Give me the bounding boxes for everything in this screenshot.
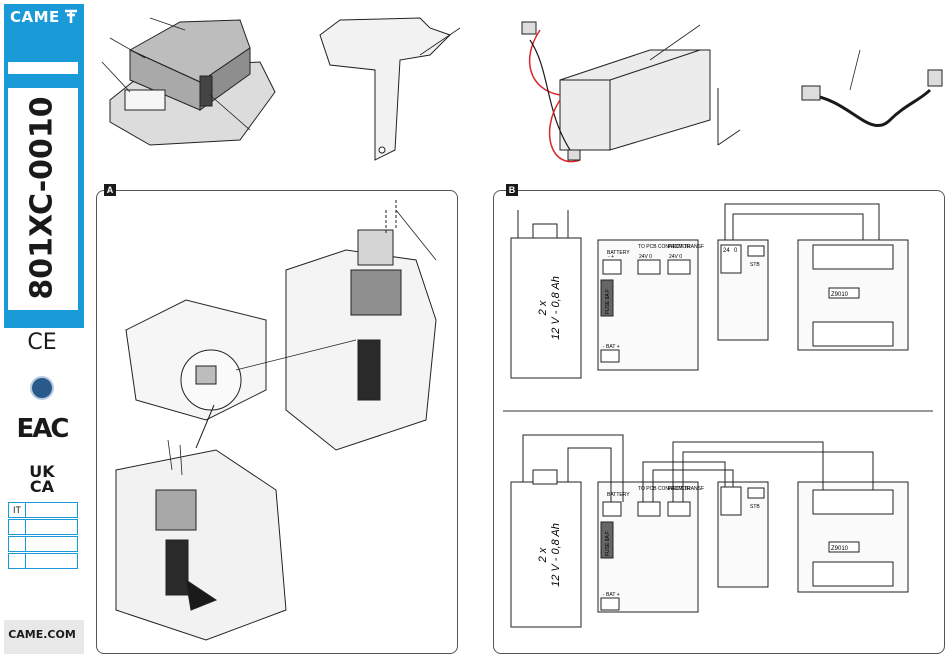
- mounting-bracket-illustration: [320, 18, 460, 160]
- fuse-label: FUSE 8A F: [605, 289, 611, 314]
- language-code: IT: [8, 502, 26, 518]
- bat-label: - BAT +: [603, 592, 620, 598]
- language-code: [8, 519, 26, 535]
- sidebar: CAME 801XC-0010 CE EAC UK CA IT CAME.COM: [0, 0, 84, 660]
- battery-label-line2: 12 V - 0,8 Ah: [550, 523, 562, 587]
- came-logo: CAME: [4, 4, 84, 28]
- components-illustration: [90, 0, 950, 180]
- came-logo-mark-icon: [62, 6, 80, 26]
- cable-illustration: [802, 50, 942, 126]
- ukca-mark: UK CA: [29, 464, 54, 494]
- battery-pack-illustration: [522, 22, 710, 162]
- wiring-diagram-bottom: [511, 435, 908, 627]
- ukca-line2: CA: [29, 479, 54, 494]
- logo-text: CAME: [10, 8, 60, 26]
- transf-terminals: 24V 0: [669, 254, 682, 260]
- product-code: 801XC-0010: [25, 96, 60, 299]
- panel-b-diagram: 2 x 12 V - 0,8 Ah BATTERY TO PCB CONNECT…: [493, 190, 943, 652]
- language-row: [8, 553, 78, 569]
- ce-mark: CE: [27, 330, 56, 355]
- axis-arrows: [718, 88, 740, 145]
- language-code: [8, 536, 26, 552]
- sidebar-white-strip: [8, 62, 78, 74]
- pcb-terminals: 24V 0: [639, 254, 652, 260]
- language-code: [8, 553, 26, 569]
- charger-module-illustration: [110, 20, 275, 145]
- language-row: [8, 519, 78, 535]
- battery-header: BATTERY: [607, 492, 630, 498]
- certification-seal-icon: [30, 376, 54, 400]
- wiring-diagram-top: [511, 204, 908, 378]
- language-row: IT: [8, 502, 78, 518]
- chip-label: Z9010: [831, 546, 849, 552]
- from-transf-header: FROM TRANSF: [668, 244, 704, 250]
- website-label: CAME.COM: [8, 628, 76, 641]
- battery-label-line1: 2 x: [537, 300, 549, 316]
- battery-label-line1: 2 x: [537, 547, 549, 563]
- battery-label-line2: 12 V - 0,8 Ah: [550, 276, 562, 340]
- language-row: [8, 536, 78, 552]
- from-transf-header: FROM TRANSF: [668, 486, 704, 492]
- stb-label: STB: [750, 262, 760, 268]
- bat-label: - BAT +: [603, 344, 620, 350]
- language-table: IT: [8, 502, 78, 570]
- eac-mark: EAC: [17, 414, 68, 444]
- terminal-24-label: 24: [723, 248, 730, 254]
- stb-label: STB: [750, 504, 760, 510]
- panel-a-illustration: [96, 190, 456, 652]
- battery-terminals: - +: [608, 254, 614, 260]
- fuse-label: FUSE 8A F: [605, 531, 611, 556]
- chip-label: Z9010: [831, 292, 849, 298]
